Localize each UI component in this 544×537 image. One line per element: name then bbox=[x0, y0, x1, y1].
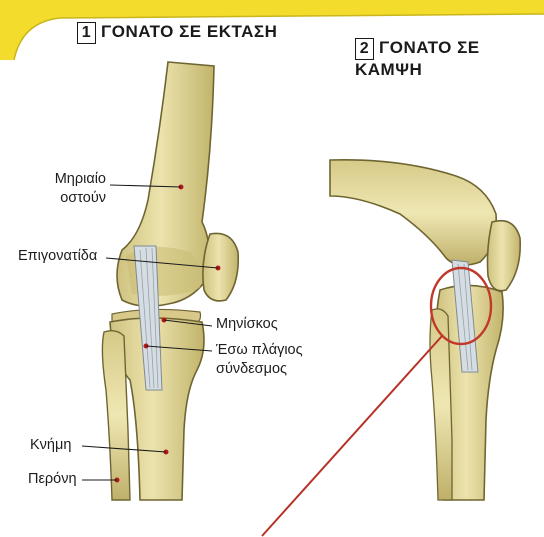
label-femur-line1: Μηριαίο bbox=[38, 170, 106, 189]
label-medial-collateral-ligament: Έσω πλάγιος σύνδεσμος bbox=[216, 341, 303, 379]
label-fibula: Περόνη bbox=[28, 470, 77, 489]
label-ligament-line1: Έσω πλάγιος bbox=[216, 341, 303, 360]
label-tibia: Κνήμη bbox=[30, 436, 71, 455]
patella-bone-flexed bbox=[488, 221, 521, 291]
label-patella: Επιγονατίδα bbox=[18, 247, 97, 266]
panel-1-number: 1 bbox=[77, 22, 96, 44]
knee-extension-illustration bbox=[102, 62, 238, 500]
label-femur: Μηριαίο οστούν bbox=[38, 170, 106, 208]
label-meniscus: Μηνίσκος bbox=[216, 315, 278, 334]
femur-bone-flexed bbox=[330, 160, 496, 265]
label-femur-line2: οστούν bbox=[38, 189, 106, 208]
label-ligament-line2: σύνδεσμος bbox=[216, 360, 303, 379]
panel-1-title-text: ΓΟΝΑΤΟ ΣΕ ΕΚΤΑΣΗ bbox=[101, 22, 277, 41]
panel-2-number: 2 bbox=[355, 38, 374, 60]
panel-1-title: 1 ΓΟΝΑΤΟ ΣΕ ΕΚΤΑΣΗ bbox=[77, 22, 277, 44]
